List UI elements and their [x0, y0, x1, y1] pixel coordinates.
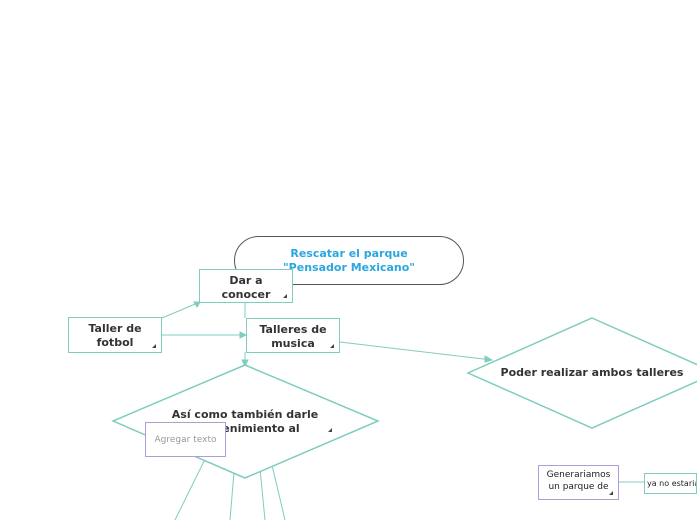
expand-icon[interactable]	[152, 344, 156, 348]
expand-icon[interactable]	[609, 491, 613, 495]
topic-talleres-musica-label: Talleres de musica	[259, 323, 327, 350]
topic-ya-no-estarian[interactable]: ya no estarian	[644, 473, 697, 494]
arrowhead-poder	[484, 355, 494, 363]
expand-icon[interactable]	[330, 344, 334, 348]
topic-taller-futbol-label: Taller de fotbol	[88, 322, 142, 349]
expand-icon[interactable]	[328, 428, 332, 432]
topic-dar-a-conocer[interactable]: Dar a conocer nuestros	[199, 269, 293, 303]
diamond-poder-realizar-label: Poder realizar ambos talleres	[500, 366, 684, 382]
topic-dar-a-conocer-label: Dar a conocer nuestros	[221, 274, 271, 301]
connector-dar-futbol	[161, 301, 201, 319]
root-topic-label: Rescatar el parque "Pensador Mexicano"	[282, 246, 416, 274]
topic-generariamos[interactable]: Generariamos un parque de	[538, 465, 619, 500]
topic-taller-futbol[interactable]: Taller de fotbol	[68, 317, 162, 353]
agregar-texto-placeholder: Agregar texto	[154, 434, 217, 445]
connector-musica-poder	[339, 341, 493, 361]
diamond-mantenimiento[interactable]	[111, 364, 380, 479]
agregar-texto-box[interactable]: Agregar texto	[145, 422, 226, 457]
diamond-poder-realizar[interactable]	[466, 317, 697, 429]
topic-talleres-musica[interactable]: Talleres de musica	[246, 318, 340, 353]
arrowhead-dar	[193, 301, 201, 308]
expand-icon[interactable]	[283, 294, 287, 298]
topic-ya-no-estarian-label: ya no estarian	[647, 478, 696, 488]
diamond-poder-realizar-text: Poder realizar ambos talleres	[500, 366, 684, 379]
arrowhead-mantenimiento	[241, 359, 249, 368]
arrowhead-musica	[239, 331, 248, 339]
topic-generariamos-label: Generariamos un parque de	[546, 470, 611, 492]
